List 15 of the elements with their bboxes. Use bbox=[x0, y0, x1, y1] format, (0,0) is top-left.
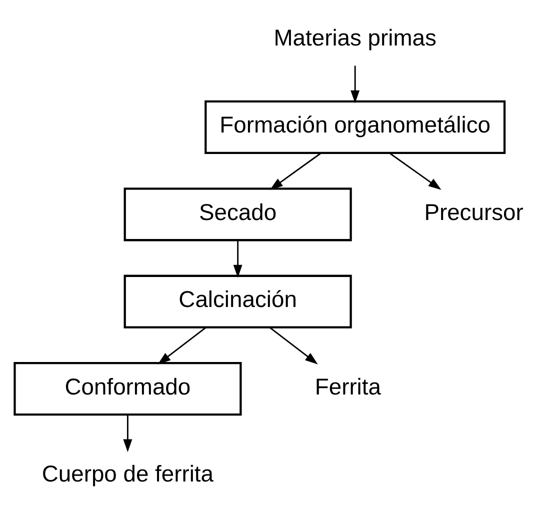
arrow bbox=[232, 240, 242, 278]
node-box: Formación organometálico bbox=[204, 100, 506, 154]
node-text: Materias primas bbox=[273, 24, 436, 50]
node-text: Ferrita bbox=[314, 373, 380, 400]
node-box: Calcinación bbox=[123, 274, 352, 328]
arrow bbox=[350, 66, 360, 104]
node-box: Conformado bbox=[13, 362, 242, 416]
arrow bbox=[269, 152, 322, 190]
arrow bbox=[268, 326, 318, 364]
node-text: Precursor bbox=[424, 198, 523, 225]
node-box: Secado bbox=[123, 188, 352, 242]
node-text: Cuerpo de ferrita bbox=[41, 460, 214, 487]
arrow bbox=[388, 152, 441, 190]
arrow bbox=[157, 326, 206, 364]
arrow bbox=[122, 414, 132, 452]
